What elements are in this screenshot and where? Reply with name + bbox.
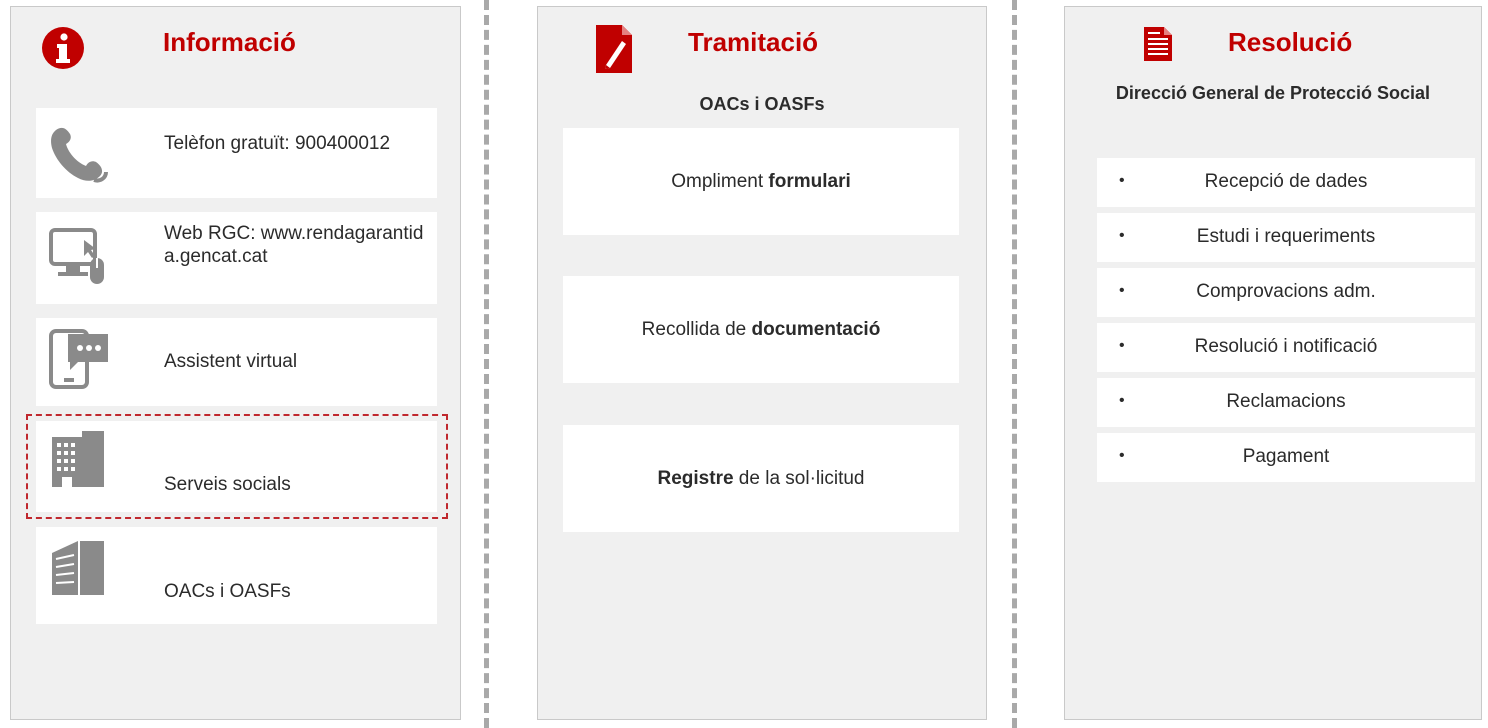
- step-emphasis: documentació: [751, 318, 881, 340]
- info-item-label: Telèfon gratuït: 900400012: [164, 133, 391, 154]
- computer-mouse-icon: [48, 226, 110, 293]
- resolucio-item: • Recepció de dades: [1097, 158, 1475, 207]
- info-item-oacs: OACs i OASFs: [36, 527, 437, 624]
- resolucio-item: • Comprovacions adm.: [1097, 268, 1475, 317]
- step-text: Registre de la sol·licitud: [657, 467, 865, 489]
- step-emphasis: Registre: [657, 467, 734, 489]
- bullet: •: [1119, 392, 1125, 409]
- resolucio-item: • Reclamacions: [1097, 378, 1475, 427]
- column-title-resolucio: Resolució: [1228, 27, 1353, 57]
- tramitacio-step-registre: Registre de la sol·licitud: [563, 425, 959, 532]
- column-informacio: Informació Telèfon gratuït: 900400012 We…: [10, 6, 461, 720]
- resolucio-item-text: Recepció de dades: [1204, 171, 1368, 192]
- document-icon: [1144, 27, 1172, 66]
- column-divider-right: [1012, 0, 1017, 728]
- info-item-label: OACs i OASFs: [164, 581, 291, 602]
- resolucio-item-text: Pagament: [1242, 446, 1330, 467]
- resolucio-item: • Resolució i notificació: [1097, 323, 1475, 372]
- bullet: •: [1119, 282, 1125, 299]
- highlight-box-serveis-socials: [26, 414, 448, 519]
- office-building-icon: [48, 537, 108, 600]
- resolucio-item-text: Reclamacions: [1226, 391, 1346, 412]
- info-item-serveis-socials: Serveis socials: [36, 421, 437, 512]
- info-item-label: Assistent virtual: [164, 351, 298, 372]
- building-icon: [48, 429, 108, 492]
- column-subtitle-resolucio: Direcció General de Protecció Social: [1115, 83, 1431, 103]
- resolucio-item: • Estudi i requeriments: [1097, 213, 1475, 262]
- tablet-chat-icon: [48, 328, 112, 395]
- tramitacio-step-formulari: Ompliment formulari: [563, 128, 959, 235]
- column-divider-left: [484, 0, 489, 728]
- column-title-tramitacio: Tramitació: [688, 27, 819, 57]
- info-item-label: Serveis socials: [164, 474, 291, 495]
- phone-icon: [48, 122, 108, 189]
- info-icon: [41, 26, 85, 75]
- column-title-informacio: Informació: [163, 27, 296, 57]
- bullet: •: [1119, 447, 1125, 464]
- info-item-label: Web RGC: www.rendagarantida.gencat.cat: [164, 223, 424, 267]
- resolucio-item: • Pagament: [1097, 433, 1475, 482]
- bullet: •: [1119, 172, 1125, 189]
- resolucio-item-text: Estudi i requeriments: [1196, 226, 1376, 247]
- step-text: Recollida de documentació: [641, 318, 881, 340]
- tramitacio-step-documentacio: Recollida de documentació: [563, 276, 959, 383]
- bullet: •: [1119, 227, 1125, 244]
- column-subtitle-tramitacio: OACs i OASFs: [699, 94, 825, 114]
- bullet: •: [1119, 337, 1125, 354]
- resolucio-item-text: Resolució i notificació: [1194, 336, 1378, 357]
- step-emphasis: formulari: [768, 170, 851, 192]
- column-tramitacio: Tramitació OACs i OASFs Ompliment formul…: [537, 6, 987, 720]
- column-resolucio: Resolució Direcció General de Protecció …: [1064, 6, 1482, 720]
- resolucio-item-text: Comprovacions adm.: [1196, 281, 1376, 302]
- document-pen-icon: [596, 25, 634, 78]
- info-item-phone: Telèfon gratuït: 900400012: [36, 108, 437, 198]
- step-text: Ompliment formulari: [671, 170, 851, 192]
- info-item-web: Web RGC: www.rendagarantida.gencat.cat: [36, 212, 437, 304]
- info-item-assistent: Assistent virtual: [36, 318, 437, 406]
